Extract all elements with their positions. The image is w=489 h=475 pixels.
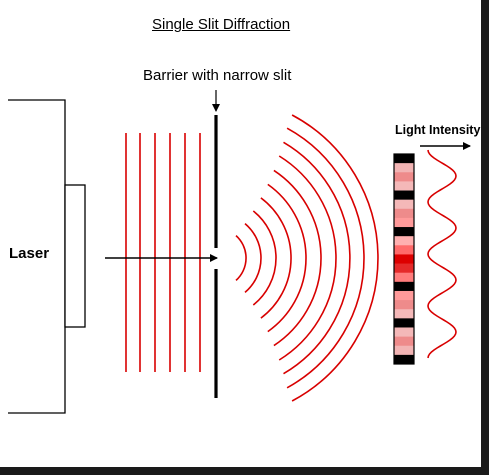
intensity-band: [394, 272, 414, 283]
diffracted-wavefront: [260, 197, 292, 319]
intensity-label: Light Intensity: [395, 123, 481, 137]
diffracted-wavefront: [286, 127, 365, 389]
intensity-band: [394, 245, 414, 255]
diffracted-wavefront: [267, 183, 307, 333]
diffracted-wavefront: [273, 169, 322, 347]
intensity-band: [394, 345, 414, 356]
intensity-strip-border: [393, 153, 415, 365]
intensity-band: [394, 327, 414, 338]
intensity-curve: [427, 149, 457, 359]
intensity-band: [394, 354, 414, 365]
barrier-label: Barrier with narrow slit: [143, 67, 292, 84]
laser-label: Laser: [9, 245, 50, 262]
intensity-band: [394, 172, 414, 182]
intensity-band: [394, 336, 414, 347]
intensity-band: [394, 163, 414, 173]
diffracted-wavefront: [278, 155, 337, 361]
plane-wavefronts: [125, 133, 201, 372]
diffracted-wavefront: [252, 210, 277, 306]
intensity-band: [394, 227, 414, 237]
intensity-band: [394, 290, 414, 301]
intensity-band: [394, 208, 414, 219]
intensity-band: [394, 318, 414, 328]
intensity-band: [394, 236, 414, 246]
intensity-band: [394, 254, 414, 264]
intensity-band: [394, 217, 414, 228]
intensity-band: [394, 281, 414, 292]
diffracted-wavefront: [244, 222, 262, 294]
intensity-band: [394, 154, 414, 164]
intensity-band: [394, 181, 414, 191]
intensity-strip: [393, 153, 415, 365]
laser-aperture: [64, 184, 86, 328]
intensity-band: [394, 309, 414, 319]
diffracted-wavefront: [235, 235, 247, 281]
diffracted-wavefront: [291, 114, 379, 402]
intensity-band: [394, 263, 414, 274]
intensity-band: [394, 199, 414, 210]
diffracted-wavefront: [283, 141, 351, 375]
diagram-title: Single Slit Diffraction: [152, 16, 291, 33]
diffracted-wavefronts: [235, 114, 379, 402]
intensity-band: [394, 300, 414, 310]
intensity-band: [394, 190, 414, 201]
